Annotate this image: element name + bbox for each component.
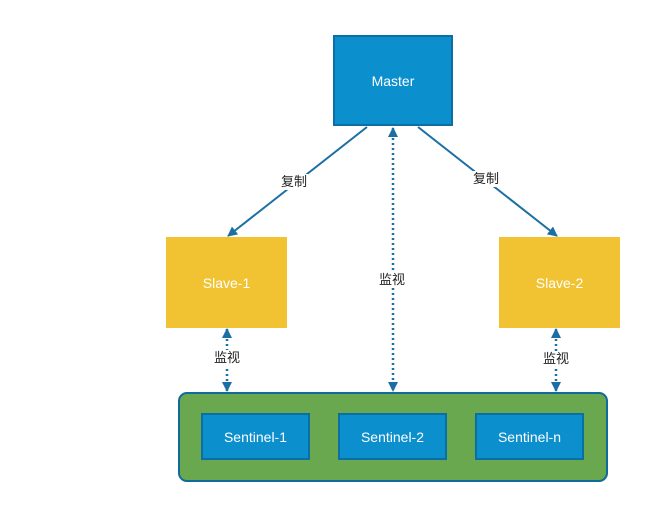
sentinel-2-label: Sentinel-2 <box>360 428 425 445</box>
slave-1-label: Slave-1 <box>202 274 251 291</box>
sentinel-2-node: Sentinel-2 <box>338 413 447 460</box>
master-label: Master <box>371 72 415 89</box>
master-node: Master <box>333 35 453 126</box>
slave-1-node: Slave-1 <box>166 237 287 328</box>
monitor-label-slave2: 监视 <box>542 351 571 367</box>
monitor-label-master: 监视 <box>378 272 407 288</box>
sentinel-1-node: Sentinel-1 <box>201 413 310 460</box>
slave-2-node: Slave-2 <box>499 237 620 328</box>
sentinel-n-label: Sentinel-n <box>497 428 562 445</box>
slave-2-label: Slave-2 <box>535 274 584 291</box>
monitor-label-slave1: 监视 <box>213 350 242 366</box>
sentinel-n-node: Sentinel-n <box>475 413 584 460</box>
replicate-label-left: 复制 <box>280 174 309 190</box>
sentinel-1-label: Sentinel-1 <box>223 428 288 445</box>
replicate-label-right: 复制 <box>472 171 501 187</box>
